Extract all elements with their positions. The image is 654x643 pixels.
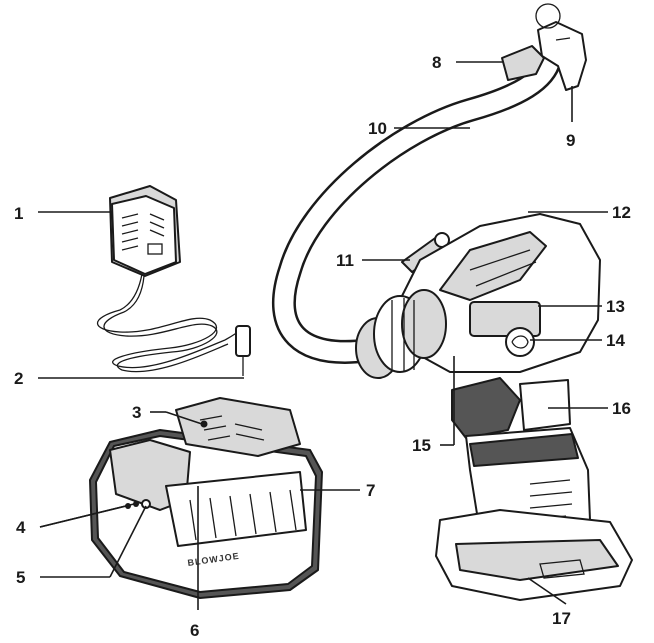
callout-15: 15 — [412, 436, 431, 455]
callout-10: 10 — [368, 119, 387, 138]
callout-13: 13 — [606, 297, 625, 316]
callout-3: 3 — [132, 403, 141, 422]
callout-11: 11 — [336, 251, 354, 270]
callout-numbers: 1 2 3 4 5 6 7 8 9 10 11 12 13 14 15 16 1… — [14, 53, 631, 640]
callout-4: 4 — [16, 518, 26, 537]
battery-pack-icon: BLOWJOE — [89, 397, 323, 599]
callout-2: 2 — [14, 369, 23, 388]
callout-5: 5 — [16, 568, 25, 587]
charger-cable — [97, 273, 251, 376]
callout-9: 9 — [566, 131, 575, 150]
charger-icon — [109, 185, 181, 277]
callout-12: 12 — [612, 203, 631, 222]
callout-17: 17 — [552, 609, 571, 628]
callout-14: 14 — [606, 331, 625, 350]
callout-7: 7 — [366, 481, 375, 500]
callout-1: 1 — [14, 204, 23, 223]
callout-6: 6 — [190, 621, 199, 640]
callout-8: 8 — [432, 53, 441, 72]
leader-lines — [38, 61, 608, 610]
air-compressor-icon — [271, 3, 633, 601]
callout-16: 16 — [612, 399, 631, 418]
